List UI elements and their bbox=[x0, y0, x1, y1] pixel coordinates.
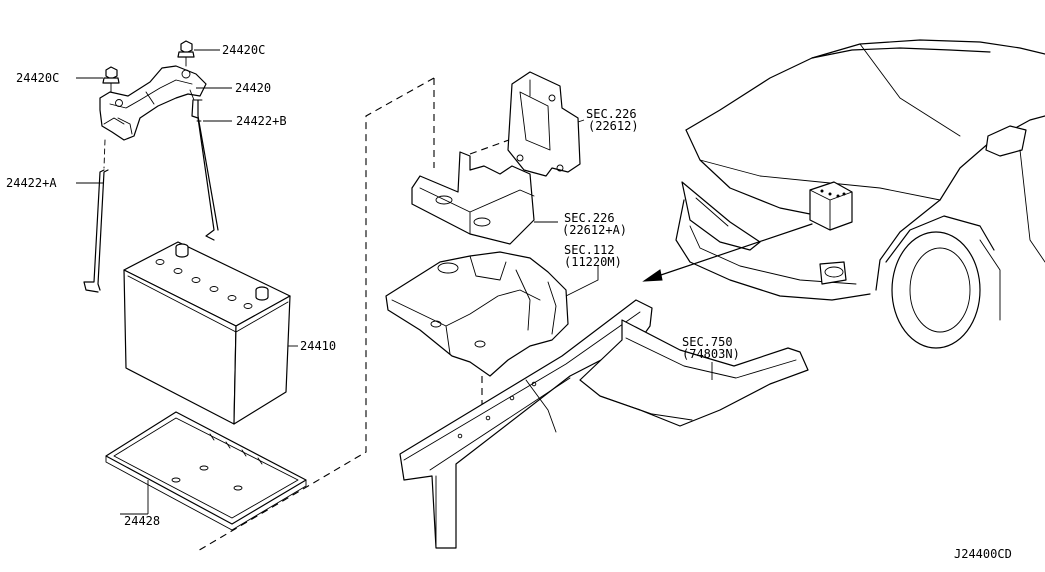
battery[interactable] bbox=[123, 241, 291, 425]
nut-top-part[interactable] bbox=[177, 40, 195, 67]
dashed-reference-outline bbox=[195, 77, 435, 553]
callout-holder: 24420 bbox=[235, 81, 271, 95]
battery-tray[interactable] bbox=[105, 411, 307, 531]
ecu-bracket-upper[interactable] bbox=[507, 71, 581, 177]
arrowhead bbox=[642, 269, 663, 282]
callout-sec112-2: (11220M) bbox=[564, 255, 622, 269]
hold-rod-a[interactable] bbox=[83, 139, 109, 293]
battery-location-icon bbox=[809, 181, 853, 231]
callout-sec750-2: (74803N) bbox=[682, 347, 740, 361]
callout-rod-b: 24422+B bbox=[236, 114, 287, 128]
callout-battery: 24410 bbox=[300, 339, 336, 353]
callout-sec750-1: SEC.750 bbox=[682, 335, 733, 349]
air-duct[interactable] bbox=[385, 251, 569, 377]
battery-terminal bbox=[175, 243, 189, 258]
battery-terminal bbox=[255, 286, 269, 301]
callout-nut-top: 24420C bbox=[222, 43, 265, 57]
callout-sec226-top-1: SEC.226 bbox=[586, 107, 637, 121]
diagram-code: J24400CD bbox=[954, 547, 1012, 561]
callout-sec226-mid-1: SEC.226 bbox=[564, 211, 615, 225]
location-arrow bbox=[651, 223, 813, 279]
callout-rod-a: 24422+A bbox=[6, 176, 57, 190]
battery-holder-bracket[interactable] bbox=[99, 65, 207, 141]
leader-lines bbox=[76, 49, 713, 515]
nut-left-part[interactable] bbox=[102, 66, 120, 95]
callout-sec112-1: SEC.112 bbox=[564, 243, 615, 257]
callout-tray: 24428 bbox=[124, 514, 160, 528]
side-member[interactable] bbox=[399, 299, 653, 549]
callout-sec226-mid-2: (22612+A) bbox=[562, 223, 627, 237]
fender-apron[interactable] bbox=[579, 319, 809, 427]
callout-sec226-top-2: (22612) bbox=[588, 119, 639, 133]
battery-mount-bracket[interactable] bbox=[411, 151, 535, 245]
hold-rod-b[interactable] bbox=[191, 99, 219, 241]
vehicle-front bbox=[642, 39, 1045, 349]
callout-nut-left: 24420C bbox=[16, 71, 59, 85]
